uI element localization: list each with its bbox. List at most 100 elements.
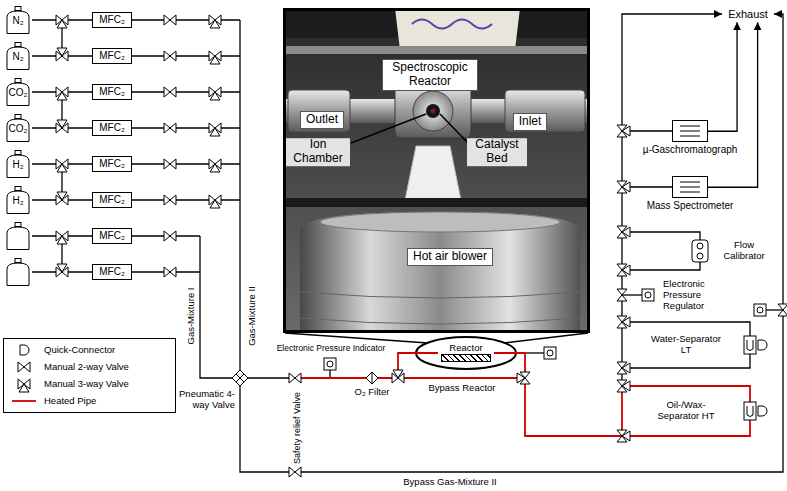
reactor-box: Reactor [438,342,494,365]
pipe-connector [708,22,758,187]
gas-pipe [120,236,200,272]
legend-text: Manual 2-way Valve [44,362,129,373]
node-text: µ-Gaschromatograph [643,144,738,156]
heated-pipe [621,386,623,436]
valve-symbol [164,123,176,133]
part-label: Catalyst Bed [467,138,527,166]
pressure-indicator [754,304,766,316]
setup-photo [395,84,471,138]
instrument-box: µ-Gaschromatograph [643,120,738,156]
photo-label: Spectroscopic Reactor [382,59,478,91]
valve-symbol [617,264,630,276]
node-text: Hot air blower [413,250,487,264]
valve-symbol [517,372,530,384]
valve-symbol [617,125,630,137]
valve-symbol [164,51,176,61]
gas-cylinder: H₂ [4,186,32,214]
valve-symbol [617,181,630,193]
separator-symbol [758,340,767,350]
four-way-valve [236,374,244,382]
flow-calibrator-symbol [692,240,708,262]
setup-photo [300,318,580,324]
valve-symbol [56,231,68,244]
valve-symbol [617,362,630,374]
mfc-box: MFC₂ [92,120,132,136]
valve-symbol [289,467,301,477]
instrument-symbol [680,192,700,193]
setup-photo [413,91,453,131]
heated-pipe [12,400,36,402]
valve-symbol [392,370,404,383]
gas-pipe [622,232,700,270]
part-label: Water-Separator LT [650,334,722,356]
gas-pipe [120,20,240,200]
valve-symbol [209,195,221,208]
valve-symbol [56,120,68,133]
instrument-symbol [680,131,700,132]
node-text: Spectroscopic Reactor [388,61,472,89]
instrument-symbol [680,126,700,127]
gas-pipe [622,131,672,187]
valve-symbol [209,15,221,28]
valve-symbol [617,430,630,442]
heated-pipe [622,386,750,436]
legend-box [4,339,176,413]
valve-symbol [209,159,221,172]
node-text: MFC₂ [99,266,125,278]
setup-photo [412,20,492,29]
instrument-symbol [672,121,707,142]
o2-filter-symbol [366,372,378,384]
instrument-symbol [680,136,700,137]
node-text: MFC₂ [99,230,125,242]
heated-pipe [12,353,750,436]
heated-pipe [492,353,622,436]
part-label: Gas-Mixture II [247,286,258,346]
heated-pipe [290,377,525,379]
cylinder-outline [15,151,21,155]
gas-pipe [61,20,62,272]
legend-text: Manual 3-way Valve [44,379,129,390]
node-text: H₂ [4,195,32,207]
node-text: N₂ [4,15,32,27]
blank-cylinder [7,223,29,286]
gas-pipe [32,14,783,472]
exhaust-node: Exhaust [726,7,770,22]
legend-symbol [18,362,30,372]
legend-symbol [18,379,30,392]
blank-cylinder [15,259,21,263]
setup-photo [285,46,588,54]
instrument-symbol [672,120,708,142]
photo-label: Hot air blower [407,248,493,266]
valve-symbol [164,15,176,25]
catalyst-hatch [441,354,491,362]
valve-symbol [164,87,176,97]
mfc-box: MFC₂ [92,48,132,64]
pressure-indicator [544,347,556,359]
legend-symbol [18,345,30,392]
node-text: MFC₂ [99,194,125,206]
node-text: MFC₂ [99,50,125,62]
valve-symbol [56,192,68,205]
leader-line [351,114,468,143]
valve-symbol [617,380,630,392]
mfc-box: MFC₂ [92,12,132,28]
mfc-box: MFC₂ [92,228,132,244]
part-label: Oil-/Wax-Separator HT [650,400,722,422]
setup-photo [505,90,585,132]
setup-photo [404,146,462,205]
part-label: Bypass Gas-Mixture II [403,477,496,488]
gas-pipe [525,352,544,353]
setup-photo [431,109,436,114]
part-label: Flow Calibrator [716,240,772,262]
o2-filter-symbol [366,372,378,384]
gas-pipe [240,14,783,472]
gas-pipe [622,322,750,368]
separator-symbol [747,340,753,351]
instrument-box: Mass Spectrometer [647,176,734,212]
flow-calibrator-symbol [692,240,708,262]
zoom-callout [285,333,428,343]
gas-cylinder: CO₂ [4,78,32,106]
mfc-box: MFC₂ [92,192,132,208]
zoom-callout [504,333,588,343]
node-text: Reactor [441,343,491,354]
